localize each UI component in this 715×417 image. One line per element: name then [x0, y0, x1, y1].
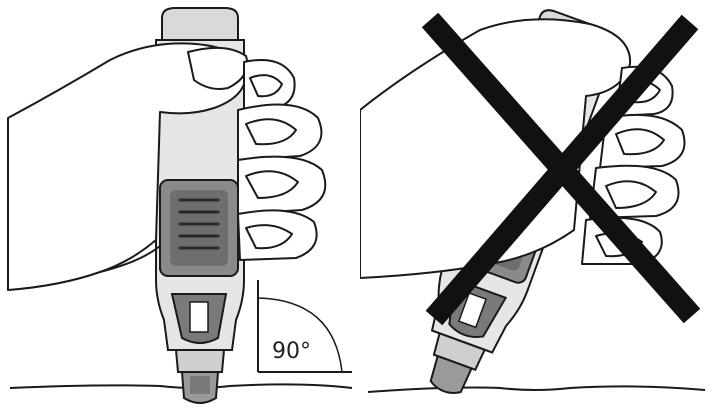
pen-tip	[176, 350, 224, 372]
right-angle-indicator: 90°	[258, 280, 352, 372]
skin-surface-line	[10, 384, 352, 388]
angle-label: 90°	[272, 339, 311, 364]
incorrect-technique-illustration	[360, 0, 715, 417]
skin-surface-line	[368, 386, 705, 392]
correct-technique-panel: 90°	[0, 0, 360, 417]
incorrect-technique-panel	[360, 0, 715, 417]
correct-technique-illustration: 90°	[0, 0, 360, 417]
